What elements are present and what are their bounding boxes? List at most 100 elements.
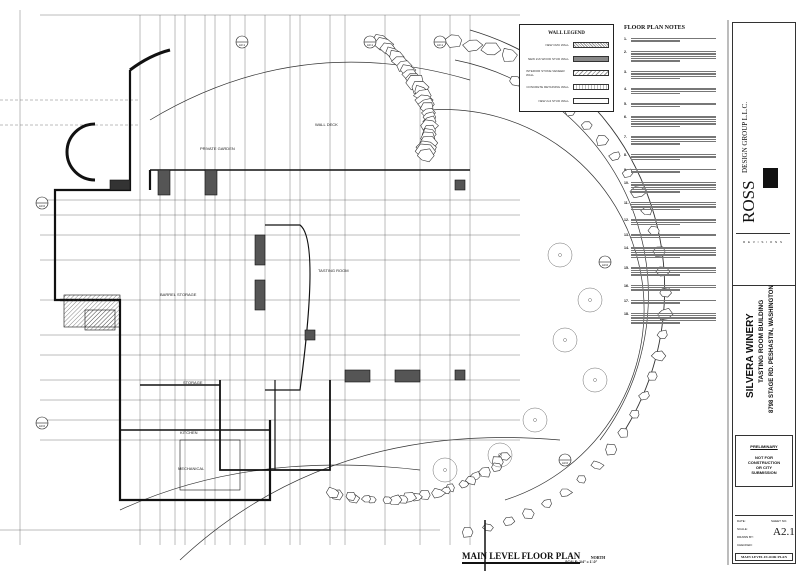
room-label-private-garden: PRIVATE GARDEN <box>200 146 235 151</box>
note-item: 9. <box>624 168 720 174</box>
stone <box>478 466 491 478</box>
section-marker-label: A3.0 <box>39 204 46 208</box>
note-item: 16. <box>624 284 720 292</box>
section-marker-label: A3.0 <box>602 263 609 267</box>
stone <box>417 148 435 163</box>
note-number: 3. <box>624 69 627 74</box>
drawing-title: MAIN LEVEL FLOOR PLAN <box>462 551 581 564</box>
title-block: ROSS DESIGN GROUP L.L.C. R E V I S I O N… <box>732 22 796 564</box>
note-item: 13. <box>624 233 720 239</box>
note-number: 17. <box>624 298 629 303</box>
north-label: NORTH <box>590 555 606 560</box>
stone <box>458 480 470 489</box>
building-name: TASTING ROOM BUILDING <box>758 299 765 383</box>
notes-title: FLOOR PLAN NOTES <box>624 25 686 31</box>
note-number: 18. <box>624 311 629 316</box>
sheet-number: A2.1 <box>773 526 795 538</box>
stone <box>462 39 484 52</box>
revisions-label: R E V I S I O N S <box>743 240 784 244</box>
note-number: 12. <box>624 218 629 223</box>
firm-name: ROSS <box>739 180 758 223</box>
room-label-barrel-storage: BARREL STORAGE <box>160 292 197 297</box>
project-name: SILVERA WINERY <box>745 313 756 398</box>
section-marker-label: A3.0 <box>562 461 569 465</box>
project-address: 8798 STAGE RD. PESHASTIN, WASHINGTON <box>769 285 775 413</box>
note-item: 14. <box>624 246 720 259</box>
section-marker-label: A3.1 <box>437 43 444 47</box>
note-number: 6. <box>624 115 627 120</box>
stone <box>501 48 518 62</box>
stone <box>431 487 447 499</box>
stone <box>491 462 503 472</box>
stone <box>638 390 650 401</box>
tree-symbol <box>432 457 458 483</box>
note-number: 10. <box>624 180 629 185</box>
sheet-title: MAIN LEVEL FLOOR PLAN <box>735 553 793 561</box>
legend-item: NEW 2x6 WOOD STUD WALL <box>526 55 609 63</box>
status-label: PRELIMINARY <box>750 444 778 449</box>
note-item: 17. <box>624 299 720 305</box>
tree-symbol <box>522 407 548 433</box>
note-number: 15. <box>624 266 629 271</box>
legend-label: INTERIOR STONE VENEER WALL <box>526 69 565 77</box>
firm-logo <box>763 168 778 188</box>
stone <box>596 134 610 146</box>
status-box: PRELIMINARY NOT FOR CONSTRUCTION OR CITY… <box>735 435 793 487</box>
stone <box>656 329 668 339</box>
room-label-kitchen: KITCHEN <box>180 430 198 435</box>
stone <box>325 486 340 498</box>
note-number: 7. <box>624 135 627 140</box>
stone <box>360 495 371 503</box>
stone <box>345 491 356 501</box>
stone <box>541 498 552 508</box>
tree-symbol <box>577 287 603 313</box>
stone <box>652 246 666 257</box>
legend-item: NEW 2x4 STUD WALL <box>526 97 609 105</box>
note-item: 10. <box>624 181 720 194</box>
stone <box>559 488 574 497</box>
stone <box>650 350 667 362</box>
arc-wall-outer <box>429 109 645 501</box>
legend-label: NEW CMU WALL <box>545 43 569 47</box>
stone <box>464 476 477 486</box>
scale-label: SCALE: <box>737 527 748 531</box>
stone <box>605 443 618 456</box>
legend-label: NEW 2x6 WOOD STUD WALL <box>527 57 569 61</box>
note-number: 4. <box>624 87 627 92</box>
note-item: 3. <box>624 70 720 81</box>
legend-swatch <box>573 98 609 104</box>
note-item: 12. <box>624 218 720 226</box>
note-item: 5. <box>624 102 720 108</box>
note-item: 4. <box>624 87 720 95</box>
note-number: 2. <box>624 49 627 54</box>
section-marker-label: A3.0 <box>39 424 46 428</box>
section-marker-label: A3.1 <box>239 43 246 47</box>
tree-symbol <box>487 442 513 468</box>
legend-label: NEW 2x4 STUD WALL <box>538 99 569 103</box>
stone <box>580 121 593 130</box>
sheet-no-label: SHEET NO. <box>771 519 788 523</box>
stone <box>621 168 634 178</box>
room-label-wall-deck: WALL DECK <box>315 122 338 127</box>
drawing-scale: SCALE: 1/4" = 1'-0" <box>565 560 598 564</box>
wall-legend: WALL LEGEND NEW CMU WALL NEW 2x6 WOOD ST… <box>519 24 614 112</box>
tree-symbol <box>547 242 573 268</box>
legend-item: INTERIOR STONE VENEER WALL <box>526 69 609 77</box>
stone <box>608 151 621 161</box>
stone <box>502 516 516 526</box>
stone <box>617 428 629 438</box>
firm-subtitle: DESIGN GROUP L.L.C. <box>741 101 749 173</box>
note-number: 14. <box>624 246 629 251</box>
note-number: 11. <box>624 200 629 205</box>
note-number: 9. <box>624 167 627 172</box>
arc-path-inner <box>454 59 649 441</box>
note-item: 1. <box>624 37 720 43</box>
floor-plan-notes: FLOOR PLAN NOTES 1.2.3.4.5.6.7.8.9.10.11… <box>624 25 720 425</box>
stone <box>480 42 502 56</box>
stone <box>482 523 494 532</box>
arc-garden <box>149 61 471 121</box>
note-number: 16. <box>624 283 629 288</box>
note-item: 15. <box>624 266 720 277</box>
drawing-title-block: MAIN LEVEL FLOOR PLAN NORTH SCALE: 1/4" … <box>462 546 605 564</box>
west-wall <box>53 70 272 502</box>
